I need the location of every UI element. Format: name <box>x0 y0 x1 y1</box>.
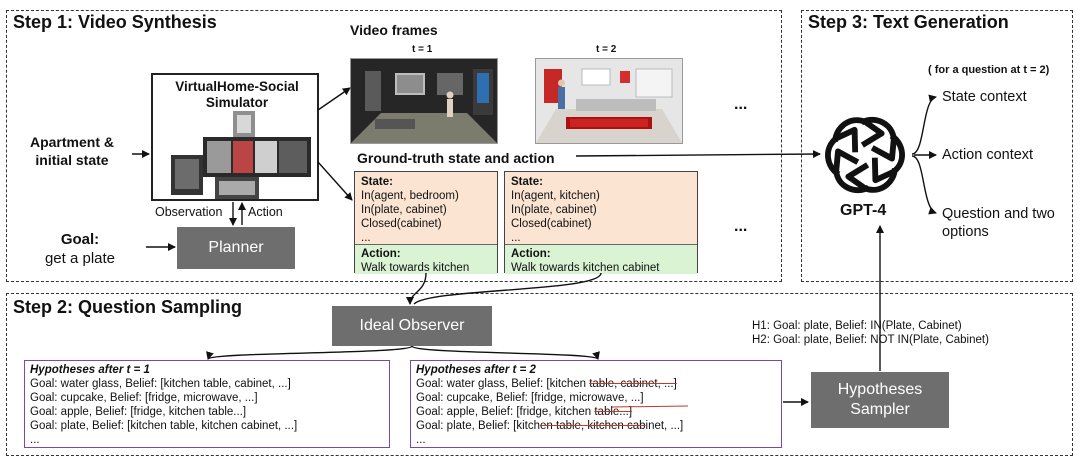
simulator-label: VirtualHome-Social Simulator <box>175 79 299 110</box>
hypotheses-t2-box: Hypotheses after t = 2 Goal: water glass… <box>410 360 782 448</box>
goal-label: Goal: <box>60 231 100 248</box>
question-note: ( for a question at t = 2) <box>928 64 1050 76</box>
step2-title: Step 2: Question Sampling <box>13 297 243 317</box>
goal-value: get a plate <box>44 250 116 267</box>
frame1-time: t = 1 <box>412 44 433 55</box>
step3-section <box>801 10 1073 282</box>
step1-title: Step 1: Video Synthesis <box>13 12 217 32</box>
output-action-context: Action context <box>942 147 1034 163</box>
state-panel: State: In(agent, bedroom) In(plate, cabi… <box>355 172 497 244</box>
video-frame-1-image <box>350 58 498 144</box>
apartment-map-image <box>171 111 311 199</box>
observation-label: Observation <box>155 205 223 219</box>
step3-title: Step 3: Text Generation <box>808 12 1009 32</box>
state-panel: State: In(agent, kitchen) In(plate, cabi… <box>505 172 697 244</box>
ground-truth-label: Ground-truth state and action <box>357 150 555 166</box>
output-state-context: State context <box>942 89 1027 105</box>
action-panel: Action: Walk towards kitchen <box>355 244 497 274</box>
video-frame-2-image <box>535 58 683 144</box>
planner-box: Planner <box>177 227 295 269</box>
gpt4-label: GPT-4 <box>840 202 887 219</box>
goal-block: Goal: get a plate <box>14 230 146 268</box>
h2-text: H2: Goal: plate, Belief: NOT IN(Plate, C… <box>752 334 989 346</box>
hypotheses-t1-box: Hypotheses after t = 1 Goal: water glass… <box>24 360 390 448</box>
output-question-options: Question and two options <box>942 206 1055 240</box>
video-frames-label: Video frames <box>350 22 438 38</box>
ideal-observer-box: Ideal Observer <box>332 306 492 346</box>
apartment-label: Apartment & initial state <box>29 134 114 168</box>
action-panel: Action: Walk towards kitchen cabinet <box>505 244 697 274</box>
step1-section <box>6 10 782 282</box>
hypotheses-sampler-box: Hypotheses Sampler <box>811 372 949 428</box>
state-action-card-2: State: In(agent, kitchen) In(plate, cabi… <box>504 171 698 274</box>
cards-ellipsis: ... <box>734 218 748 235</box>
openai-logo-icon <box>820 110 910 200</box>
frames-ellipsis: ... <box>734 96 748 113</box>
ideal-observer-label: Ideal Observer <box>359 317 465 334</box>
h1-text: H1: Goal: plate, Belief: IN(Plate, Cabin… <box>752 320 962 332</box>
state-action-card-1: State: In(agent, bedroom) In(plate, cabi… <box>354 171 498 274</box>
simulator-box: VirtualHome-Social Simulator <box>151 73 319 201</box>
action-label: Action <box>248 205 283 219</box>
planner-label: Planner <box>208 239 264 256</box>
frame2-time: t = 2 <box>596 44 617 55</box>
